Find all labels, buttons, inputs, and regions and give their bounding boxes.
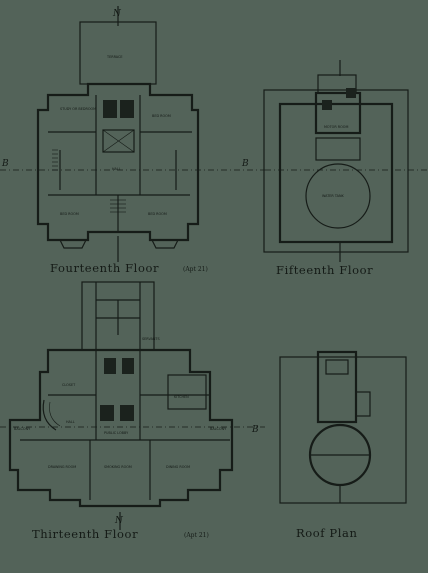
kitchen-label: KITCHEN: [174, 395, 189, 399]
lift-car: [120, 405, 134, 421]
fifteenth-roof-slab: [278, 102, 394, 244]
section-mark-b-left: B: [1, 159, 9, 169]
balcony-label-left: BALCONY: [14, 427, 31, 431]
kitchen-room: [167, 374, 207, 410]
elevator-shaft: [103, 100, 117, 118]
closet-label: CLOSET: [62, 383, 76, 387]
section-mark-b-mid: B: [241, 159, 249, 169]
roof-plan-title: Roof Plan: [296, 526, 358, 540]
fourteenth-outline: [36, 82, 200, 242]
thirteenth-outline: [8, 348, 234, 508]
terrace-outline: [79, 21, 157, 85]
fourteenth-floor-plan: B B N TERRACE: [0, 6, 265, 275]
servants-label: SERVANTS: [142, 337, 160, 341]
public-lobby-label: PUBLIC LOBBY: [104, 431, 129, 435]
terrace-label: TERRACE: [106, 55, 123, 59]
roof-stair-hood: [355, 391, 371, 417]
bay-window: [59, 239, 87, 249]
drawing-room-label: DRAWING ROOM: [48, 465, 76, 469]
lift-cross: [102, 129, 135, 153]
roof-penthouse: [316, 350, 358, 424]
roof-plan: Roof Plan: [279, 350, 407, 540]
motor-room: [314, 91, 362, 135]
north-mark: N: [112, 9, 122, 19]
elevator-shaft: [120, 100, 134, 118]
curved-stair: [42, 399, 57, 431]
study-label: STUDY OR BEDROOM: [60, 107, 96, 111]
north-mark-13: N: [114, 516, 124, 526]
elevator-shaft: [322, 100, 332, 110]
fourteenth-floor-note: (Apt 21): [183, 266, 208, 273]
bed-room-label-ne: BED ROOM: [152, 114, 171, 118]
fifteenth-floor-title: Fifteenth Floor: [276, 263, 373, 277]
bay-window: [151, 239, 179, 249]
thirteenth-floor-title: Thirteenth Floor: [32, 527, 138, 541]
elevator-shaft: [122, 358, 134, 374]
elevator-shaft: [104, 358, 116, 374]
smoking-room-label: SMOKING ROOM: [104, 465, 132, 469]
water-tank: [305, 163, 371, 229]
fourteenth-floor-title: Fourteenth Floor: [50, 261, 159, 275]
hall-label: HALL: [112, 167, 121, 171]
tank-platform: [315, 137, 361, 161]
fifteenth-floor-plan: MOTOR ROOM WATER TANK Fifteenth Floor: [263, 60, 428, 277]
motor-room-label: MOTOR ROOM: [324, 125, 348, 129]
stair-core: [346, 88, 356, 98]
lift-car: [100, 405, 114, 421]
roof-skylight: [325, 359, 349, 375]
balcony-label-right: BALCONY: [210, 427, 227, 431]
stair-treads: [52, 149, 126, 213]
hall-label-13: HALL: [66, 420, 75, 424]
thirteenth-floor-plan: B N SERVANTS KITCHEN PUBLIC LOBBY CLOSET: [0, 281, 265, 541]
bed-room-label-sw: BED ROOM: [60, 212, 79, 216]
section-mark-b-lower: B: [251, 425, 259, 435]
roof-outline: [279, 356, 407, 504]
fifteenth-parapet: [263, 89, 409, 253]
bed-room-label-se: BED ROOM: [148, 212, 167, 216]
curved-stair-inner: [49, 401, 61, 427]
dining-room-label: DINING ROOM: [166, 465, 190, 469]
thirteenth-floor-note: (Apt 21): [184, 532, 209, 539]
water-tank-label: WATER TANK: [322, 194, 345, 198]
lift-core: [102, 129, 135, 153]
